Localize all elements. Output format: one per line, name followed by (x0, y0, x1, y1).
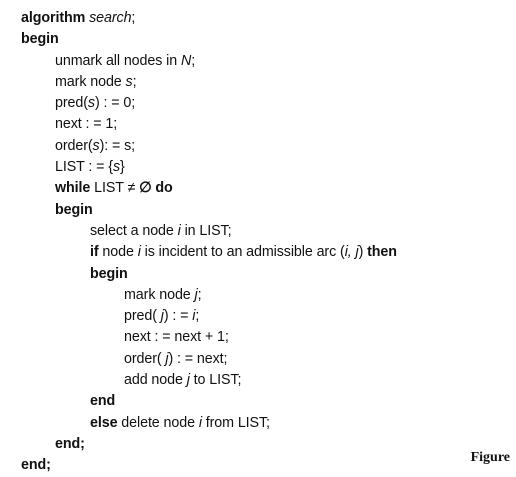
code-line: mark node j; (21, 285, 397, 306)
code-text: ; (191, 52, 196, 69)
keyword: if (90, 244, 99, 261)
code-text: LIST : = { (55, 159, 113, 176)
variable: j (160, 308, 164, 325)
keyword: ∅ (139, 180, 152, 197)
code-text: from LIST; (201, 414, 270, 431)
code-line: begin (21, 264, 397, 285)
variable: j (194, 286, 198, 303)
variable: s (92, 137, 100, 154)
keyword: do (155, 180, 173, 197)
code-line: begin (21, 29, 397, 50)
code-text: ; (131, 10, 136, 26)
variable: s (87, 95, 95, 112)
code-text: to LIST; (189, 372, 242, 389)
algorithm-pseudocode: algorithm search; begin unmark all nodes i… (21, 8, 397, 477)
code-line: if node i is incident to an admissible a… (21, 242, 397, 263)
code-text: mark node (55, 73, 126, 90)
code-line: pred( j) : = i; (21, 306, 397, 327)
code-line: while LIST ≠ ∅ do (21, 178, 397, 199)
code-text: ; (195, 308, 200, 325)
code-line: end; (21, 455, 397, 476)
variable: s (125, 73, 133, 90)
code-text: ; (132, 73, 137, 90)
figure-caption: Figure (470, 450, 510, 465)
code-line: order( j) : = next; (21, 349, 397, 370)
code-line: algorithm search; (21, 8, 397, 29)
keyword: begin (90, 265, 128, 282)
code-text: ) : = (163, 308, 193, 325)
code-line: begin (21, 200, 397, 221)
keyword: begin (21, 31, 59, 48)
variable: i (177, 222, 181, 239)
keyword: else (90, 414, 118, 431)
code-text: } (120, 159, 125, 176)
code-text: order( (124, 350, 166, 367)
code-line: add node j to LIST; (21, 370, 397, 391)
keyword: algorithm (21, 10, 86, 26)
variable: search (89, 10, 132, 26)
code-text: order( (55, 137, 93, 154)
code-text: unmark all nodes in (55, 52, 181, 69)
code-text: pred( (124, 308, 161, 325)
code-text: delete node (117, 414, 199, 431)
keyword: end (90, 393, 116, 410)
code-text: next : = 1; (55, 116, 118, 133)
code-line: else delete node i from LIST; (21, 413, 397, 434)
code-text: select a node (90, 222, 178, 239)
variable: N (180, 52, 192, 69)
code-line: unmark all nodes in N; (21, 51, 397, 72)
code-text: node (98, 244, 138, 261)
code-text: ): = s; (99, 137, 136, 154)
code-text: add node (124, 372, 187, 389)
code-line: mark node s; (21, 72, 397, 93)
variable: i (137, 244, 141, 261)
variable: j (186, 372, 190, 389)
code-text: mark node (124, 286, 195, 303)
code-text: ) : = next; (168, 350, 228, 367)
code-line: end (21, 391, 397, 412)
code-line: end; (21, 434, 397, 455)
keyword: while (55, 180, 91, 197)
variable: s (112, 159, 121, 176)
code-text: pred( (55, 95, 88, 112)
code-line: next : = 1; (21, 114, 397, 135)
code-text: next : = next + 1; (124, 329, 229, 346)
code-line: next : = next + 1; (21, 327, 397, 348)
keyword: end; (55, 435, 85, 452)
code-line: pred(s) : = 0; (21, 93, 397, 114)
keyword: end; (21, 457, 51, 474)
code-text: ) : = 0; (94, 95, 136, 112)
code-text: LIST ≠ (90, 180, 140, 197)
keyword: then (367, 244, 397, 261)
variable: j (165, 350, 169, 367)
code-line: LIST : = {s} (21, 157, 397, 178)
variable: i (192, 308, 196, 325)
code-text: in LIST; (180, 222, 232, 239)
code-text: is incident to an admissible arc ( (140, 244, 345, 261)
code-text: ; (197, 286, 202, 303)
code-line: select a node i in LIST; (21, 221, 397, 242)
keyword: begin (55, 201, 93, 218)
code-line: order(s): = s; (21, 136, 397, 157)
variable: i (198, 414, 202, 431)
code-text: ) (358, 244, 368, 261)
variable: i, j (344, 244, 359, 261)
